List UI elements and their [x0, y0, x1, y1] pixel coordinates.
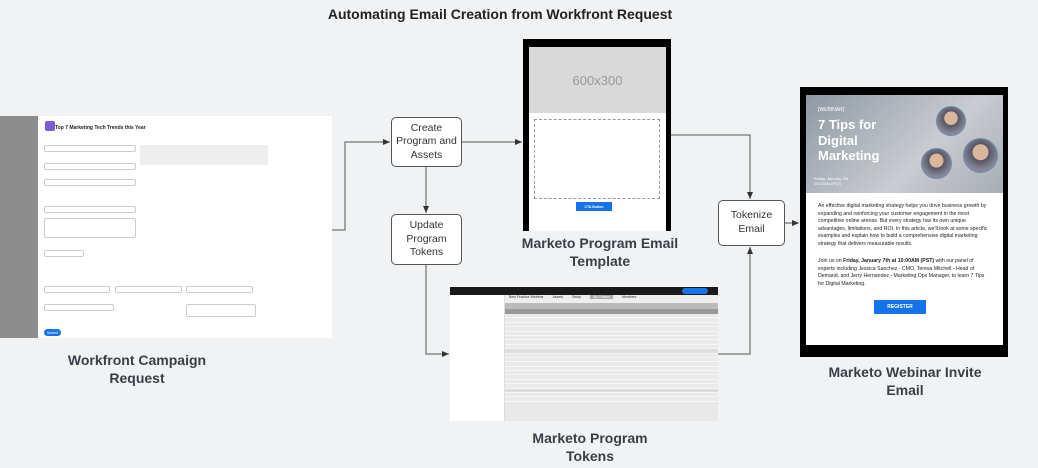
workfront-label: Workfront Campaign Request — [67, 352, 207, 387]
tab: Setup — [572, 295, 582, 299]
email-hero: [WEBINAR] 7 Tips for Digital Marketing F… — [806, 95, 1003, 193]
template-label: Marketo Program Email Template — [521, 235, 679, 270]
email-template-mockup: 600x300 CTA Button — [523, 39, 671, 231]
arrow-workfront-to-create — [332, 139, 390, 231]
diagram-title: Automating Email Creation from Workfront… — [327, 6, 673, 22]
speaker-photo — [936, 106, 966, 136]
workfront-request-screenshot: Top 7 Marketing Tech Trends this Year Su… — [0, 116, 332, 338]
arrow-update-to-tokens — [425, 265, 449, 357]
tab: Best Practice Webinar — [509, 295, 544, 299]
step-update-tokens: Update Program Tokens — [391, 214, 462, 265]
email-paragraph-1: An effective digital marketing strategy … — [818, 203, 988, 247]
step-tokenize-email: Tokenize Email — [718, 200, 785, 246]
email-tag: [WEBINAR] — [818, 107, 845, 113]
cta-button: CTA Button — [576, 202, 612, 211]
tab: Members — [621, 295, 637, 299]
tokens-label: Marketo Program Tokens — [532, 430, 648, 465]
request-title: Top 7 Marketing Tech Trends this Year — [55, 125, 146, 131]
register-button: REGISTER — [874, 300, 926, 314]
tab: Assets — [552, 295, 564, 299]
email-headline: 7 Tips for Digital Marketing — [818, 117, 880, 164]
email-date: Friday, January 7th 10:00AM (PST) — [814, 176, 848, 186]
invite-label: Marketo Webinar Invite Email — [828, 364, 982, 399]
submit-button: Submit — [44, 329, 61, 336]
email-paragraph-2: Join us on Friday, January 7th at 10:00A… — [818, 258, 985, 287]
step-create-program: Create Program and Assets — [391, 117, 462, 167]
info-panel — [140, 145, 268, 165]
tokens-table — [505, 303, 718, 421]
tab: My Tokens — [590, 295, 613, 299]
webinar-email-mockup: [WEBINAR] 7 Tips for Digital Marketing F… — [800, 87, 1008, 357]
workfront-sidebar — [0, 116, 38, 338]
speaker-photo — [963, 138, 998, 173]
content-placeholder — [534, 119, 660, 199]
marketo-tokens-screenshot: Best Practice Webinar Assets Setup My To… — [450, 287, 718, 421]
hero-placeholder: 600x300 — [529, 47, 666, 113]
arrow-tokens-to-tokenize — [718, 247, 753, 355]
speaker-photo — [921, 148, 952, 179]
folder-tree — [450, 295, 505, 421]
arrow-template-to-tokenize — [671, 134, 753, 199]
request-icon — [45, 121, 55, 131]
